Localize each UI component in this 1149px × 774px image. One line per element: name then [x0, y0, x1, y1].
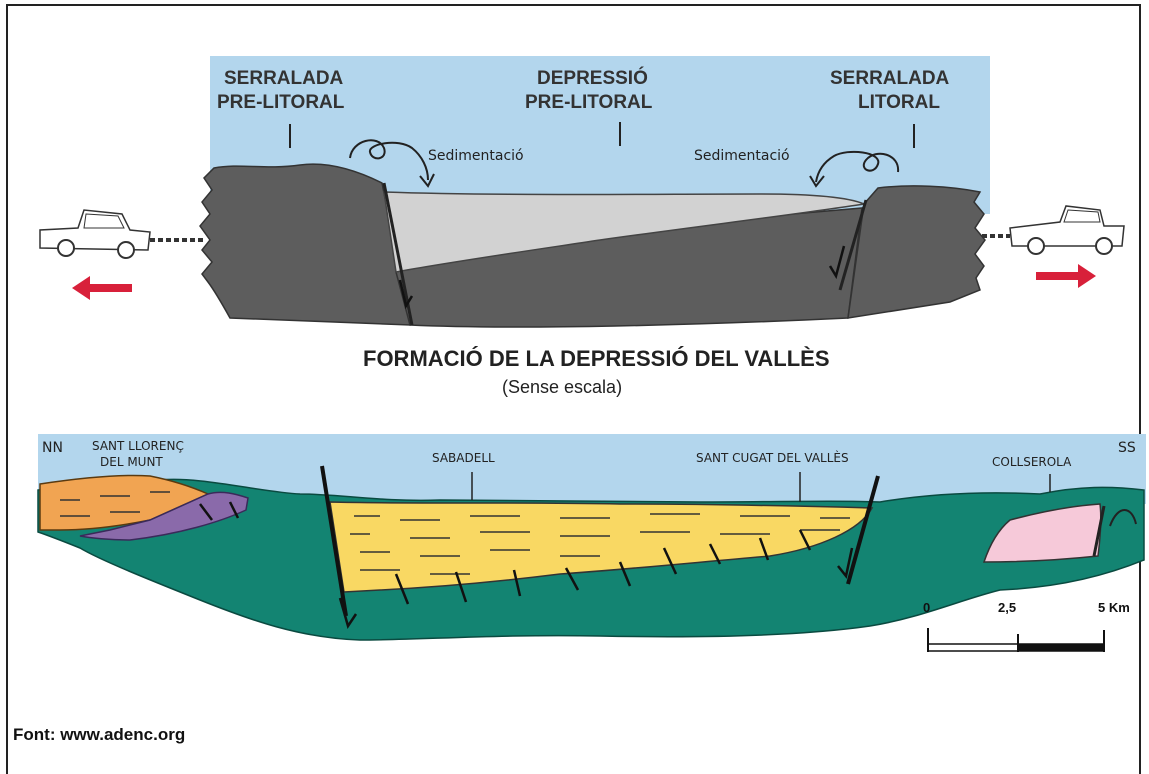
swirl-left-icon [349, 139, 429, 181]
label-ss: SS [1118, 440, 1136, 456]
arrow-right-icon [1036, 264, 1096, 288]
fault-arrow-left [398, 279, 414, 310]
fault-left [382, 182, 414, 326]
label-serralada-prelitoral-1: SERRALADA [224, 68, 344, 89]
fault-right [838, 199, 868, 291]
figure-frame [6, 4, 1141, 774]
scale-bar [927, 628, 1105, 652]
label-depressio-2: PRE-LITORAL [525, 92, 653, 113]
label-llorenc-1: SANT LLORENÇ [92, 439, 184, 453]
label-serralada-litoral-1: SERRALADA [830, 68, 950, 89]
scale-label-2-5: 2,5 [998, 600, 1016, 615]
swirl-right-arrowhead [809, 175, 825, 188]
sediment-dashes [60, 491, 850, 575]
label-depressio-1: DEPRESSIÓ [537, 67, 648, 89]
label-sedimentacio-right: Sedimentació [694, 148, 790, 164]
truck-left-icon [39, 209, 151, 259]
label-llorenc-2: DEL MUNT [100, 455, 163, 469]
swirl-right-icon [815, 150, 900, 183]
scale-label-5km: 5 Km [1098, 600, 1130, 615]
label-sabadell: SABADELL [432, 451, 495, 465]
fault-arrow-bottom-left [338, 597, 358, 629]
right-block [847, 185, 986, 319]
label-sant-cugat: SANT CUGAT DEL VALLÈS [696, 450, 849, 465]
left-block [199, 163, 411, 326]
diagram-title: FORMACIÓ DE LA DEPRESSIÓ DEL VALLÈS [363, 346, 830, 371]
label-sedimentacio-left: Sedimentació [428, 148, 524, 164]
pink-granite [982, 503, 1102, 563]
source-caption: Font: www.adenc.org [13, 725, 186, 744]
fault-arrow-bottom-right [837, 547, 854, 579]
truck-right-icon [1009, 205, 1125, 255]
label-collserola: COLLSEROLA [992, 455, 1072, 469]
basin-faults [199, 501, 812, 605]
purple-unit [79, 491, 249, 541]
label-serralada-prelitoral-2: PRE-LITORAL [217, 92, 345, 113]
fault-arrow-right [828, 245, 846, 280]
main-fault-left [320, 465, 348, 617]
scale-label-0: 0 [923, 600, 930, 615]
collserola-fault [1092, 505, 1106, 557]
label-nn: NN [42, 440, 63, 456]
arrow-left-icon [72, 276, 132, 300]
swirl-left-arrowhead [419, 173, 435, 188]
collserola-fold [1109, 509, 1137, 527]
main-fault-right [846, 475, 880, 585]
diagram-subtitle: (Sense escala) [502, 377, 622, 397]
label-serralada-litoral-2: LITORAL [858, 92, 940, 113]
